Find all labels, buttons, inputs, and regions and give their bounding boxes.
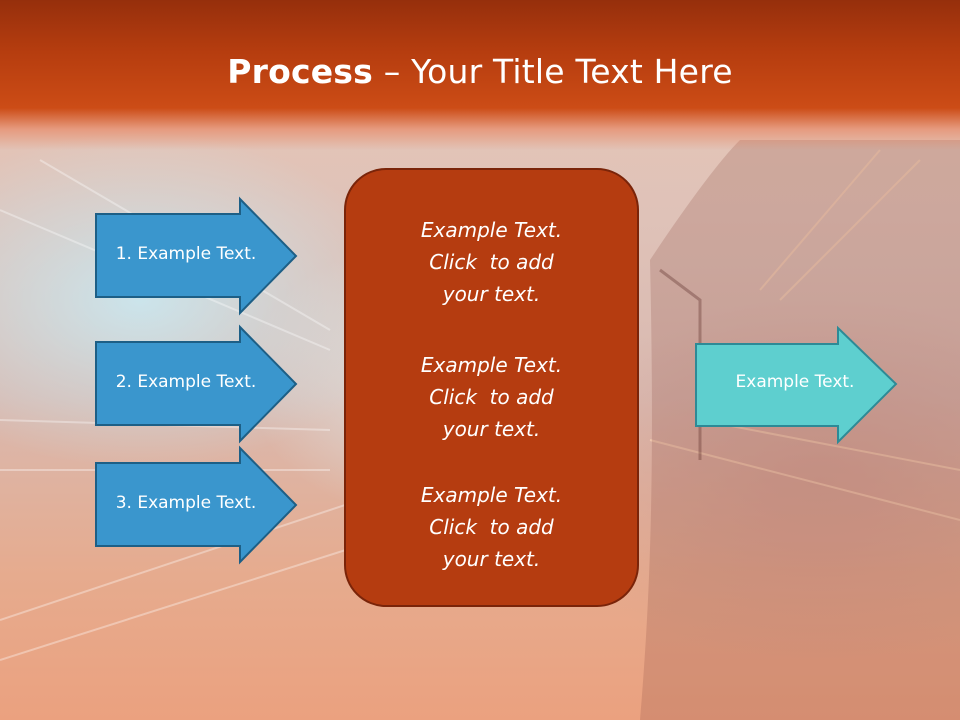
title-bar [0,0,960,150]
car-silhouette [640,140,960,720]
block-2-line-3: your text. [442,417,541,441]
center-text-block-3: Example Text. Click to add your text. [346,479,637,575]
center-text-box[interactable]: Example Text. Click to add your text. Ex… [344,168,639,607]
block-2-line-1: Example Text. [420,353,563,377]
block-1-line-2: Click to add [429,250,554,274]
block-3-line-3: your text. [442,547,541,571]
slide-title[interactable]: Process – Your Title Text Here [0,52,960,91]
block-1-line-3: your text. [442,282,541,306]
block-1-line-1: Example Text. [420,218,563,242]
title-bold: Process [227,52,373,91]
center-text-block-1: Example Text. Click to add your text. [346,214,637,310]
right-arrow[interactable] [695,325,898,445]
title-rest: Your Title Text Here [411,52,733,91]
center-text-block-2: Example Text. Click to add your text. [346,349,637,445]
left-arrow-label-3: 3. Example Text. [115,493,257,513]
right-arrow-label: Example Text. [735,372,855,392]
left-arrow-2[interactable] [95,324,298,444]
left-arrow-1[interactable] [95,196,298,316]
block-3-line-2: Click to add [429,515,554,539]
block-2-line-2: Click to add [429,385,554,409]
title-dash: – [373,52,412,91]
block-3-line-1: Example Text. [420,483,563,507]
left-arrow-label-1: 1. Example Text. [115,244,257,264]
left-arrow-3[interactable] [95,445,298,565]
left-arrow-label-2: 2. Example Text. [115,372,257,392]
